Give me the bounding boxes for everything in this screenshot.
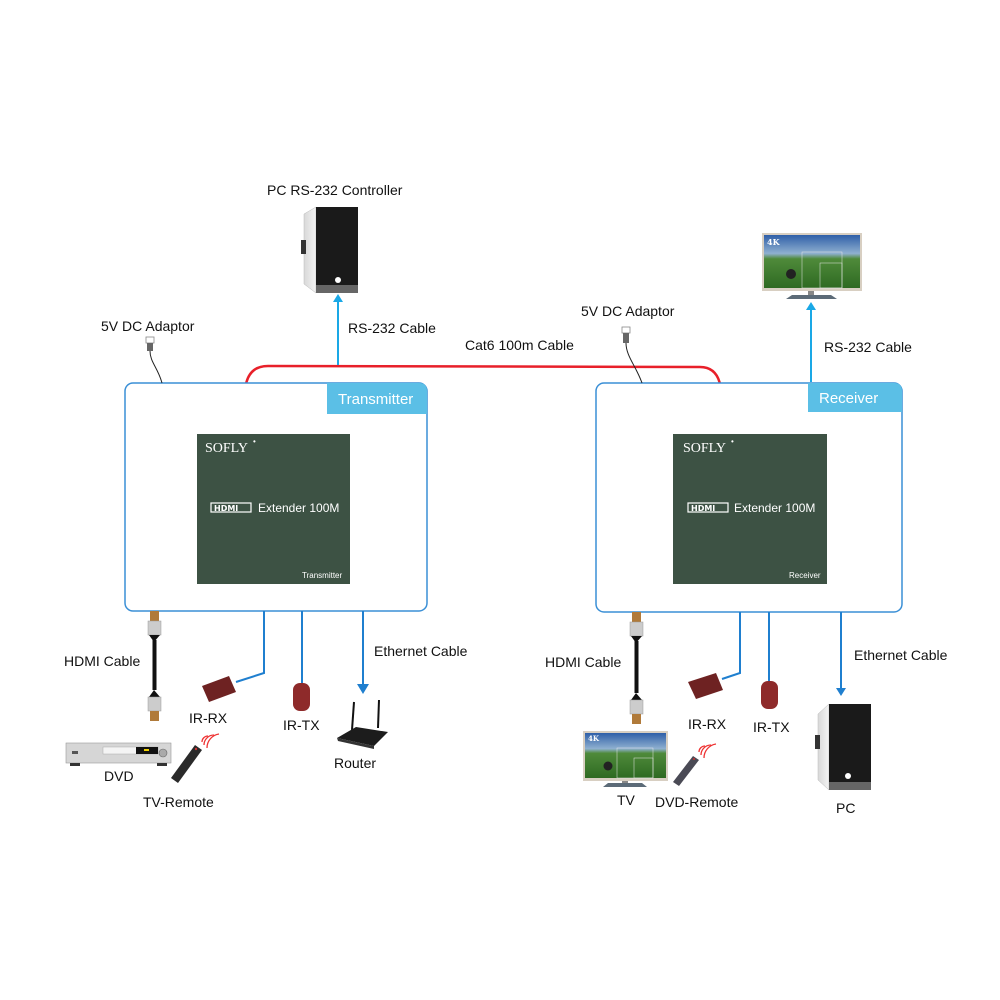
transmitter-brand: SOFLY [205,441,248,456]
tx-hdmi-cable-label: HDMI Cable [64,653,140,669]
rx-ir-tx-label: IR-TX [753,719,790,735]
transmitter-unit: Transmitter SOFLY • HDMI Extender 100M T… [124,382,428,612]
registered-mark: • [731,437,734,446]
rx-ethernet-cable-label: Ethernet Cable [854,647,948,663]
transmitter-tab-label: Transmitter [338,391,413,408]
arrow-down-icon [836,688,846,696]
rx-rs232-cable-label: RS-232 Cable [824,339,912,355]
rx-power-adaptor-icon [621,326,643,384]
receiver-tab [808,383,902,412]
tx-rs232-cable-label: RS-232 Cable [348,320,436,336]
tx-ir-rx-label: IR-RX [189,710,228,726]
dvd-remote-icon [673,743,717,786]
pc-rs232-controller-icon [301,206,358,294]
hdmi-logo-icon: HDMI [210,502,252,513]
tx-hdmi-cable-icon [147,611,162,721]
dvd-player-icon [65,742,172,766]
router-label: Router [334,755,376,771]
svg-text:HDMI: HDMI [691,504,715,513]
pc-rs232-controller-label: PC RS-232 Controller [267,182,403,198]
tv-icon: 4K [583,731,668,787]
receiver-panel [673,434,827,584]
dvd-remote-label: DVD-Remote [655,794,738,810]
rx-hdmi-cable-label: HDMI Cable [545,654,621,670]
tx-power-adaptor-icon [145,336,163,384]
hdmi-logo-icon: HDMI [687,502,729,513]
registered-mark: • [253,437,256,446]
svg-text:4K: 4K [767,237,781,247]
tx-ir-rx-cable [235,611,265,683]
tx-ir-receiver-icon [202,676,236,702]
cat6-cable [244,364,722,385]
transmitter-unit-label: Transmitter [302,571,342,580]
rx-ir-emitter-icon [761,681,778,709]
rx-dc-adaptor-label: 5V DC Adaptor [581,303,675,319]
pc-tower-icon [815,703,871,791]
receiver-unit-label: Receiver [789,571,821,580]
tx-ir-tx-label: IR-TX [283,717,320,733]
receiver-product-name: Extender 100M [734,501,815,515]
tx-ethernet-cable-label: Ethernet Cable [374,643,468,659]
transmitter-panel [197,434,350,584]
rx-ir-receiver-icon [688,673,723,699]
dvd-label: DVD [104,768,134,784]
arrow-up-icon [333,294,343,302]
router-icon [337,699,388,749]
cat6-cable-label: Cat6 100m Cable [465,337,574,353]
arrow-down-icon [357,684,369,694]
tv-remote-icon [171,733,220,783]
rx-hdmi-cable-icon [629,612,644,724]
tx-ir-emitter-icon [293,683,310,711]
transmitter-tab [327,383,427,414]
receiver-unit: Receiver SOFLY • HDMI Extender 100M Rece… [595,382,903,613]
tx-dc-adaptor-label: 5V DC Adaptor [101,318,195,334]
top-tv-icon: 4K [762,233,862,299]
tv-remote-label: TV-Remote [143,794,214,810]
rx-ir-rx-cable [721,612,741,680]
tv-label: TV [617,792,636,808]
receiver-tab-label: Receiver [819,390,878,407]
arrow-up-icon [806,302,816,310]
transmitter-product-name: Extender 100M [258,501,339,515]
pc-label: PC [836,800,855,816]
svg-text:HDMI: HDMI [214,504,238,513]
rx-ir-rx-label: IR-RX [688,716,727,732]
svg-text:4K: 4K [588,734,600,743]
receiver-brand: SOFLY [683,441,726,456]
